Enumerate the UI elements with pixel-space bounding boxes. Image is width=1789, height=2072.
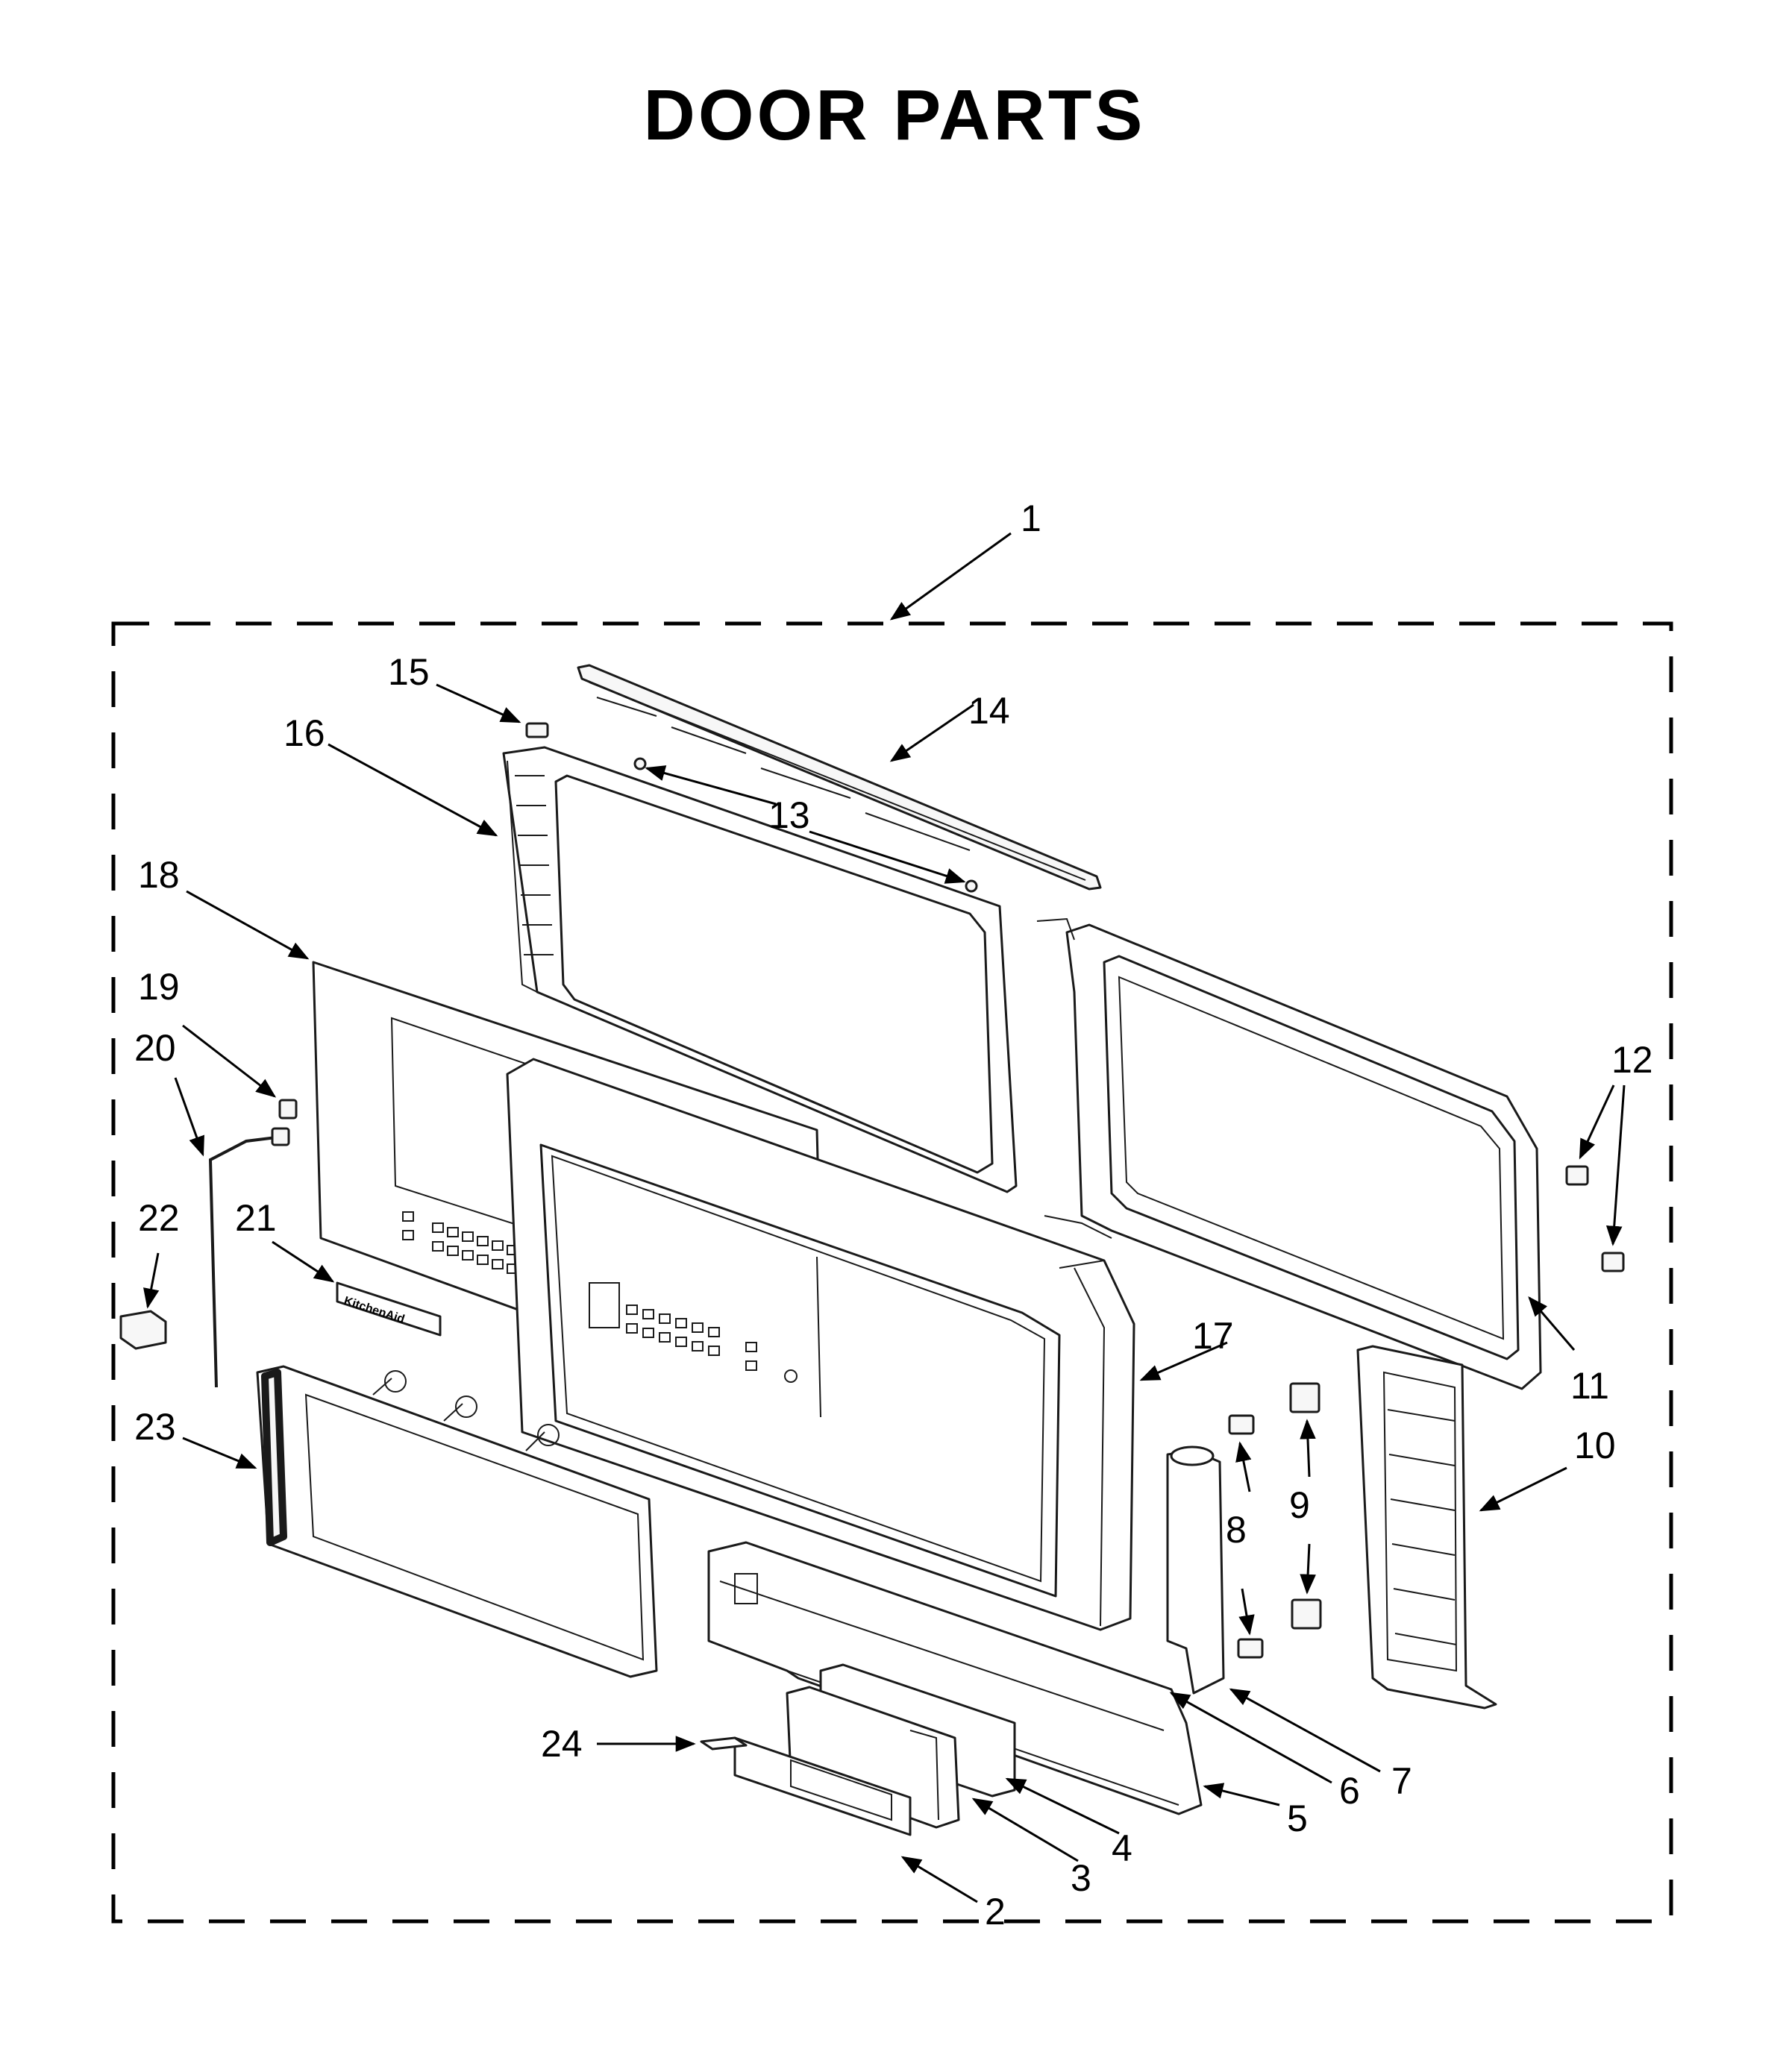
callout-15: 15 — [388, 651, 430, 693]
callout-20: 20 — [134, 1027, 176, 1069]
callout-17: 17 — [1192, 1315, 1234, 1357]
callout-7: 7 — [1391, 1760, 1412, 1802]
callout-labels: 1 2 3 4 5 6 7 8 9 10 11 12 13 14 15 16 1… — [134, 497, 1653, 1933]
part-display-board — [733, 1736, 912, 1836]
part-clip — [525, 722, 549, 738]
part-outer-door-frame — [506, 1058, 1135, 1631]
callout-12: 12 — [1611, 1039, 1653, 1081]
part-latch-hook-top — [1565, 1165, 1589, 1186]
callout-24: 24 — [541, 1723, 583, 1765]
part-wire-harness — [208, 1127, 290, 1388]
callout-11: 11 — [1570, 1365, 1609, 1407]
part-latch-housing — [1356, 1345, 1497, 1710]
part-inner-door-frame — [502, 746, 1018, 1193]
callout-9: 9 — [1289, 1484, 1310, 1526]
part-hinge-clip-bottom — [965, 879, 978, 893]
part-bracket-bottom — [1291, 1598, 1322, 1630]
callout-13: 13 — [768, 794, 810, 836]
part-connector — [119, 1310, 167, 1350]
part-door-switch — [278, 1099, 298, 1120]
callout-4: 4 — [1112, 1827, 1132, 1869]
part-bracket-top — [1289, 1382, 1320, 1413]
part-door-glass-panel — [256, 1365, 658, 1678]
callout-5: 5 — [1287, 1798, 1308, 1839]
callout-19: 19 — [138, 966, 180, 1008]
part-hinge-clip-top — [633, 757, 647, 770]
page-title: DOOR PARTS — [643, 75, 1146, 155]
assembly-boundary — [111, 621, 1673, 1924]
callout-1: 1 — [1021, 497, 1041, 539]
callout-2: 2 — [985, 1891, 1006, 1933]
callout-21: 21 — [235, 1197, 277, 1239]
callout-18: 18 — [138, 854, 180, 896]
callout-10: 10 — [1574, 1425, 1616, 1466]
leader-lines — [143, 532, 1626, 1903]
callout-8: 8 — [1226, 1509, 1247, 1551]
callout-23: 23 — [134, 1406, 176, 1448]
part-door-handle — [1166, 1445, 1225, 1695]
callout-3: 3 — [1071, 1857, 1091, 1899]
callout-22: 22 — [138, 1197, 180, 1239]
part-handle-cap-bottom — [1237, 1638, 1264, 1659]
part-brand-nameplate: KitchenAid — [336, 1281, 442, 1337]
callout-6: 6 — [1339, 1770, 1360, 1812]
callout-14: 14 — [968, 690, 1010, 732]
callout-16: 16 — [283, 712, 325, 754]
part-latch-hook-bottom — [1601, 1252, 1625, 1272]
part-choke-strip — [577, 664, 1102, 891]
part-ribbon-cable — [700, 1736, 748, 1751]
part-door-choke-frame — [1036, 917, 1542, 1390]
part-handle-cap-top — [1228, 1414, 1255, 1435]
